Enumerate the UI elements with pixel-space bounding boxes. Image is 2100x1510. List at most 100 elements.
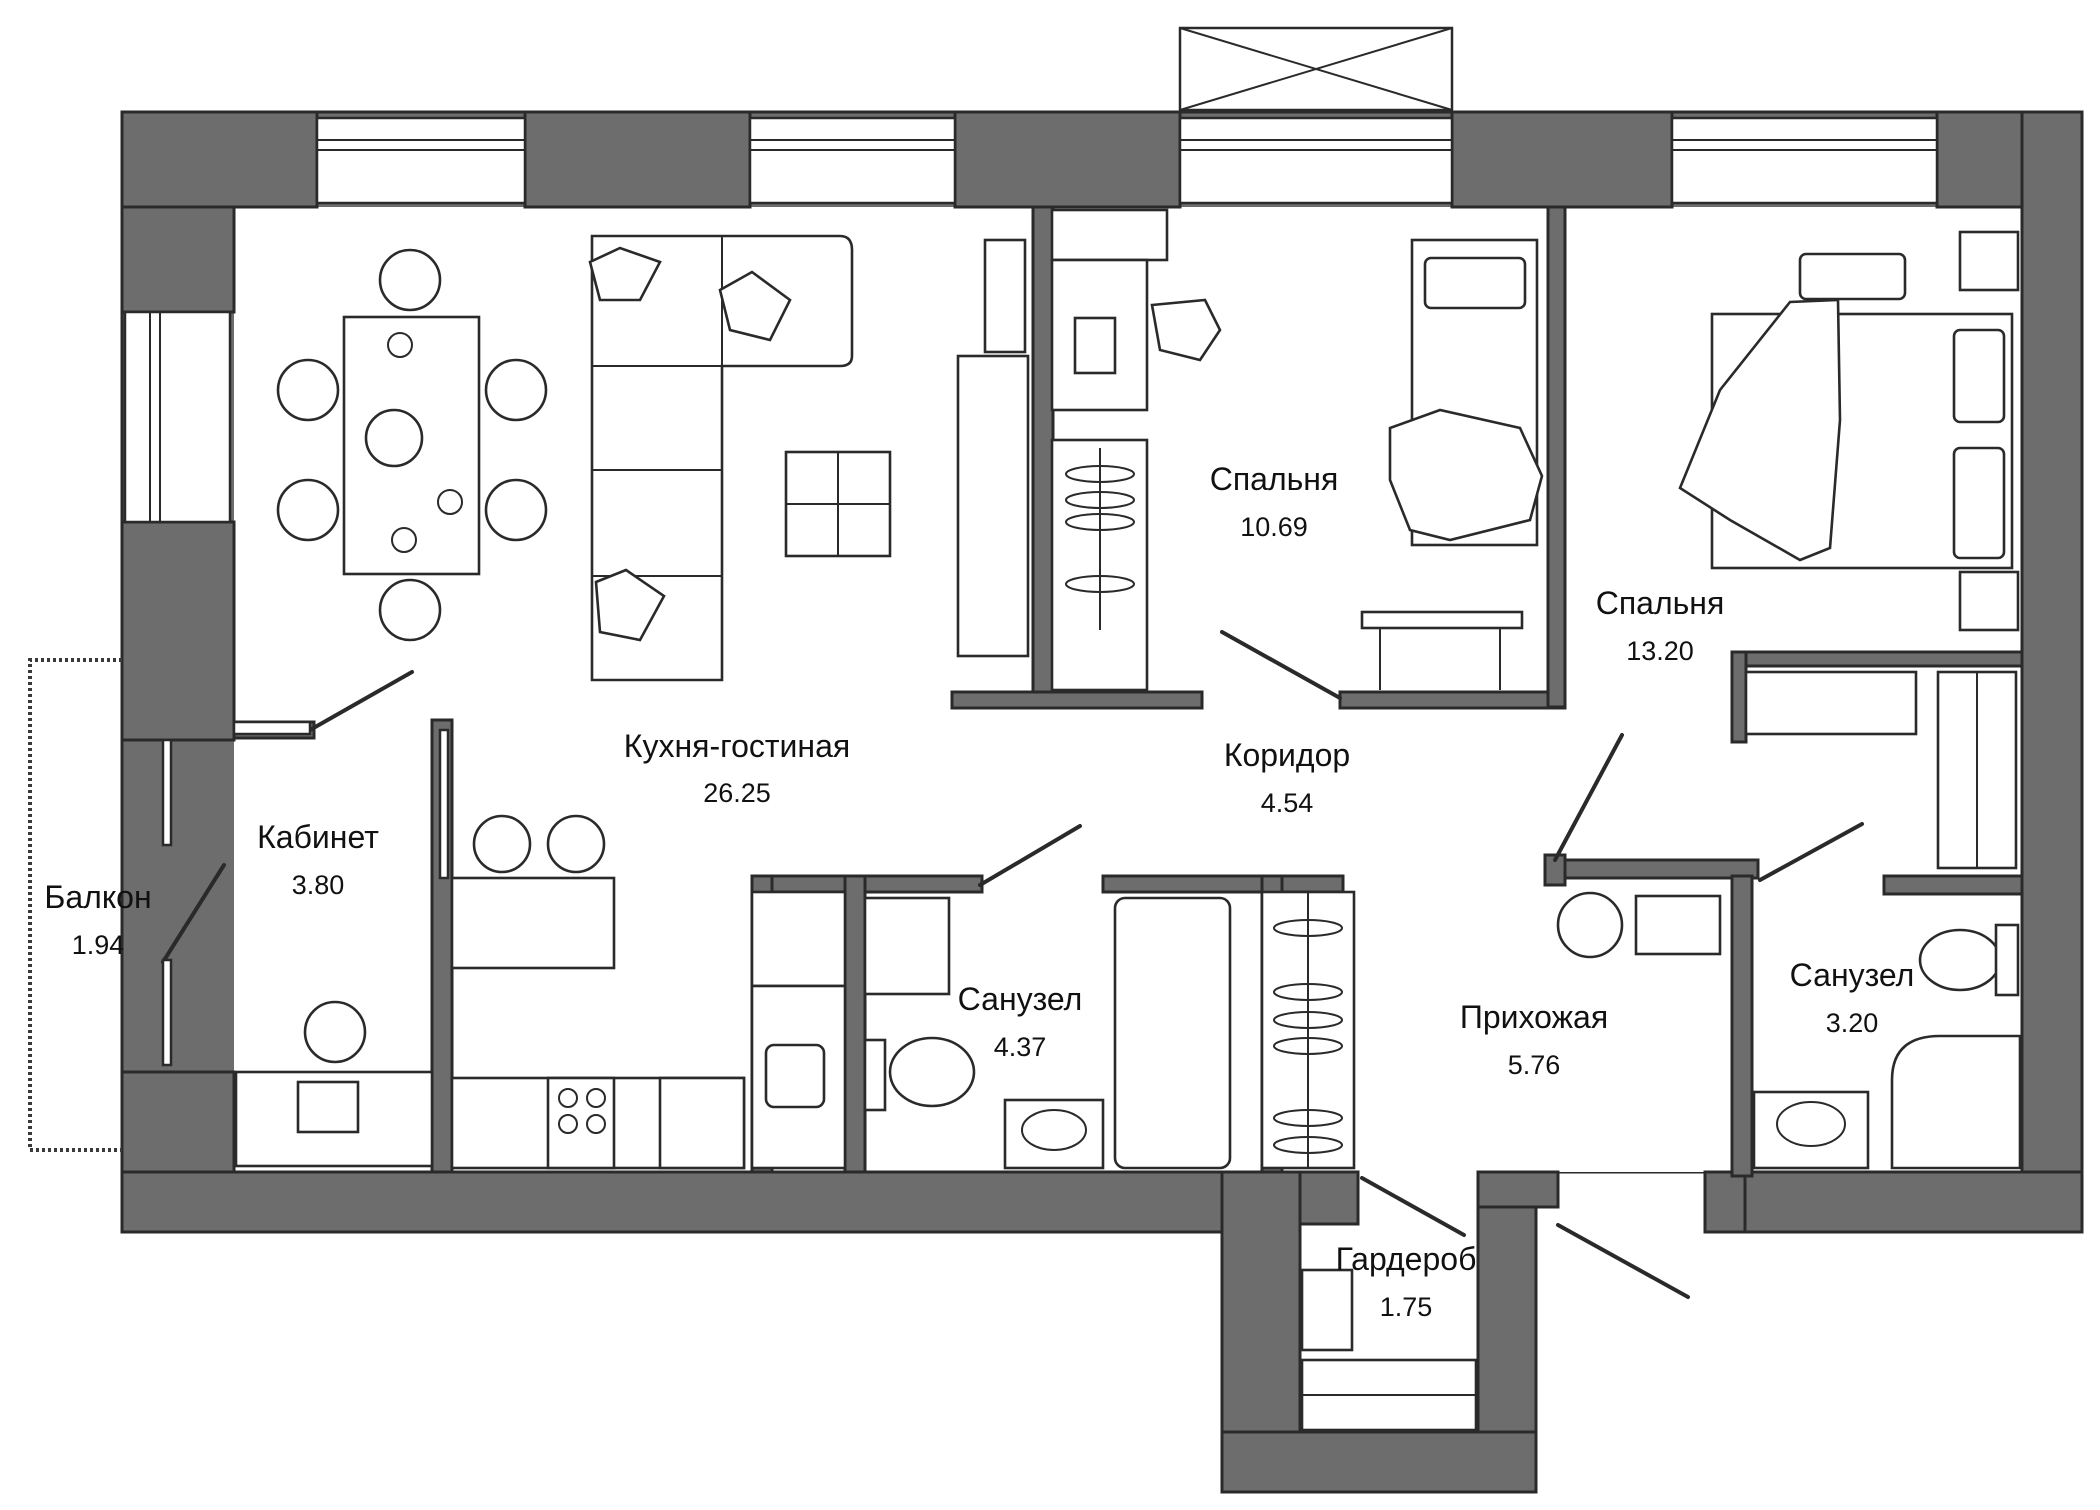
hallway-hangers — [1273, 919, 1343, 1154]
left-wall-mid — [120, 520, 236, 742]
room-name-corridor: Коридор — [1224, 737, 1350, 773]
room-area-bathroom-main: 4.37 — [994, 1032, 1047, 1062]
plate — [364, 408, 424, 468]
cushion — [718, 270, 792, 342]
room-name-hallway: Прихожая — [1460, 999, 1608, 1035]
room-name-balcony: Балкон — [44, 879, 151, 915]
wall-bedroom-left — [1031, 205, 1055, 694]
window-top-3 — [1178, 116, 1454, 205]
nightstand — [1958, 230, 2020, 292]
door-bedroom-large — [1553, 733, 1624, 862]
study-chair — [303, 1000, 367, 1064]
pillow — [1423, 256, 1527, 310]
bathtub — [1113, 896, 1232, 1170]
door-frame-balcony-2 — [161, 958, 173, 1067]
doors — [161, 630, 1864, 1299]
windows — [123, 26, 1939, 524]
toilet-tank-2 — [1994, 923, 2020, 997]
shelf-unit — [956, 354, 1030, 658]
room-area-bathroom-second: 3.20 — [1826, 1008, 1879, 1038]
sink — [764, 1043, 826, 1109]
chair — [378, 578, 442, 642]
room-area-corridor: 4.54 — [1261, 788, 1314, 818]
top-wall-4 — [1450, 110, 1674, 209]
dishwasher — [658, 1076, 746, 1170]
pillow — [1952, 328, 2006, 424]
wall-bath2-left — [1730, 874, 1754, 1178]
bottom-wall-stub — [1703, 1170, 1747, 1234]
wall-stub-hall — [1543, 853, 1567, 887]
wardrobe-wall-bottom — [1220, 1430, 1538, 1494]
wall-bath1-left — [843, 874, 867, 1174]
window-left — [123, 310, 232, 524]
bottom-wall-left — [120, 1170, 1302, 1234]
shower — [1890, 1034, 2022, 1170]
door-frame-study — [438, 728, 450, 880]
hangers — [1065, 448, 1135, 630]
room-name-bathroom-second: Санузел — [1790, 957, 1915, 993]
sofa — [590, 234, 854, 682]
room-area-bedroom-small: 10.69 — [1240, 512, 1308, 542]
door-wardrobe — [1360, 1176, 1466, 1237]
toilet-2 — [1918, 928, 2002, 992]
wall-bedroom-bottom-l — [950, 690, 1204, 710]
balcony-railing — [28, 658, 122, 1152]
wall-bedroom-bottom-r — [1338, 690, 1567, 710]
laptop — [1073, 316, 1117, 375]
fridge — [750, 890, 847, 988]
door-frame-balcony-3 — [161, 738, 173, 847]
toilet-tank — [863, 1038, 887, 1112]
door-frame-balcony — [232, 720, 312, 736]
room-area-wardrobe: 1.75 — [1380, 1292, 1433, 1322]
sink-2 — [1752, 1090, 1870, 1170]
room-name-bedroom-small: Спальня — [1210, 461, 1339, 497]
door-study — [161, 863, 226, 964]
door-balcony — [308, 670, 414, 732]
door-bathroom-main — [978, 824, 1082, 887]
wardrobe-wall-stub-l — [1298, 1170, 1360, 1226]
door-bedroom-small — [1220, 630, 1342, 700]
wardrobe-wall-stub-r — [1476, 1170, 1560, 1209]
top-wall-2 — [523, 110, 752, 209]
wall-wardrobe2-left — [1730, 650, 1748, 744]
room-area-balcony: 1.94 — [72, 930, 125, 960]
window-top-1 — [315, 116, 527, 205]
room-name-bedroom-large: Спальня — [1596, 585, 1725, 621]
room-name-bathroom-main: Санузел — [958, 981, 1083, 1017]
washing-machine — [863, 896, 951, 996]
wall-bedroom2-bottom — [1730, 650, 2024, 668]
wall-bath1-top-l — [750, 874, 984, 894]
chair — [484, 478, 548, 542]
chair — [276, 358, 340, 422]
bookshelf — [983, 238, 1027, 354]
bench — [1360, 610, 1524, 630]
room-area-bedroom-large: 13.20 — [1626, 636, 1694, 666]
chair — [484, 358, 548, 422]
room-name-kitchen-living: Кухня-гостиная — [624, 728, 850, 764]
room-name-wardrobe: Гардероб — [1336, 1241, 1477, 1277]
wall-bath2-top-r — [1882, 874, 2024, 896]
room-area-study: 3.80 — [292, 870, 345, 900]
chair — [378, 248, 442, 312]
wall-bath2-top-l — [1546, 858, 1760, 880]
window-top-2 — [748, 116, 957, 205]
toilet — [888, 1036, 976, 1108]
wall-bedroom-right — [1546, 205, 1567, 709]
pillow — [1952, 446, 2006, 560]
door-bathroom-second — [1758, 822, 1864, 882]
top-wall-1 — [120, 110, 319, 209]
study-laptop — [296, 1080, 360, 1134]
door-entrance — [1556, 1223, 1690, 1299]
cushion — [588, 246, 662, 302]
wall-bath1-top-r — [1101, 874, 1345, 894]
chair — [276, 478, 340, 542]
furniture — [234, 208, 2022, 1432]
room-area-hallway: 5.76 — [1508, 1050, 1561, 1080]
bath-sink — [1003, 1098, 1105, 1170]
hall-console — [1634, 894, 1722, 956]
window-top-4 — [1670, 116, 1939, 205]
clothes-shelf — [1744, 670, 1918, 736]
room-name-study: Кабинет — [257, 819, 379, 855]
office-chair — [1150, 298, 1222, 362]
